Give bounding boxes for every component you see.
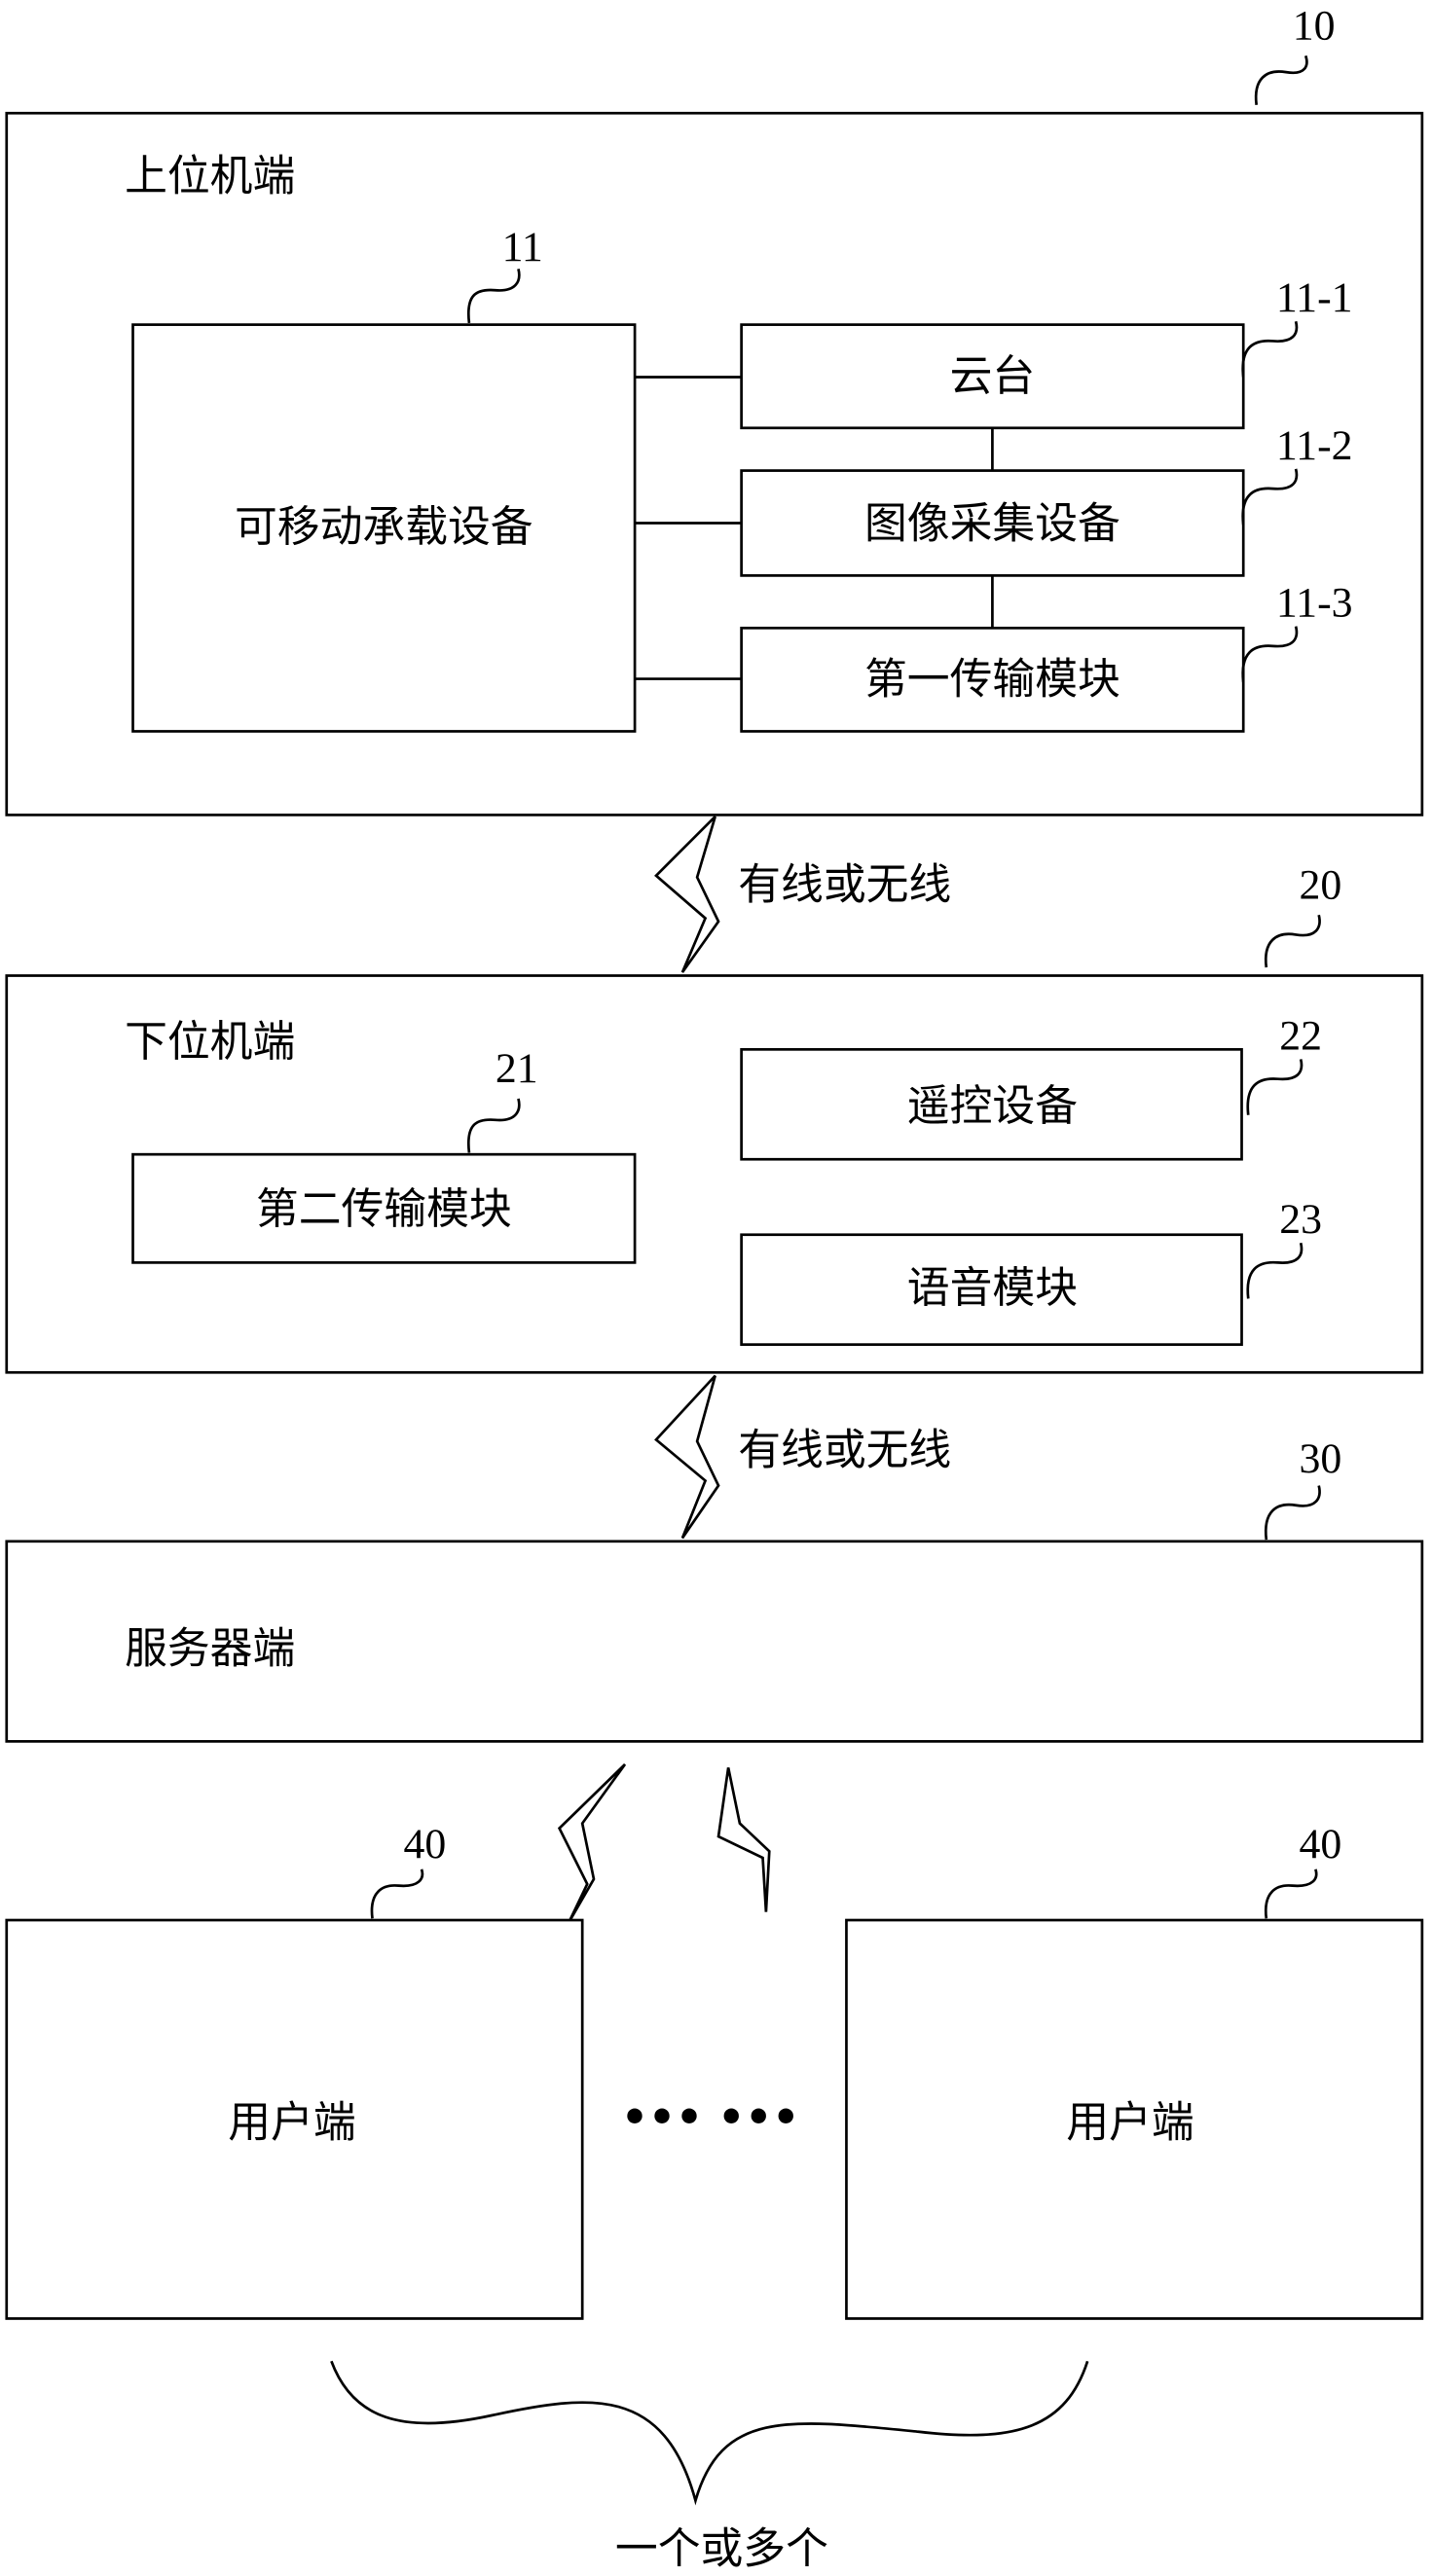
lightning-client-icon-2 [716,1767,771,1912]
ref-40-1: 40 [404,1821,447,1868]
lower-terminal-title: 下位机端 [125,1017,295,1067]
ref-leader-30 [1264,1485,1321,1541]
ref-11: 11 [502,224,543,271]
client-label-1: 用户端 [228,2097,355,2147]
link-label-2: 有线或无线 [738,1426,951,1475]
ref-leader-11-2 [1241,468,1299,526]
ref-leader-11-3 [1241,626,1299,683]
ref-leader-21 [466,1098,521,1153]
ref-leader-40-2 [1264,1869,1318,1919]
lightning-link-icon-1 [654,816,720,973]
client-label-2: 用户端 [1066,2097,1193,2147]
link-label-1: 有线或无线 [738,859,951,909]
image-capture-box [740,469,1245,577]
movable-carrier-label: 可移动承载设备 [235,502,533,552]
ref-30: 30 [1299,1435,1341,1482]
ref-11-3: 11-3 [1276,580,1353,627]
client-box-1 [5,1918,584,2320]
ref-11-1: 11-1 [1276,274,1353,321]
image-capture-label: 图像采集设备 [864,499,1120,549]
ref-22: 22 [1279,1012,1322,1059]
ref-leader-20 [1264,914,1321,968]
brace-label: 一个或多个 [615,2524,828,2574]
server-title: 服务器端 [125,1624,295,1674]
ref-10: 10 [1293,2,1336,49]
ref-21: 21 [496,1045,538,1092]
remote-control-box [740,1047,1243,1161]
ref-leader-10 [1254,54,1308,106]
upper-terminal-title: 上位机端 [125,151,295,200]
voice-module-label: 语音模块 [907,1263,1078,1313]
second-transmission-label: 第二传输模块 [256,1184,512,1234]
voice-module-box [740,1233,1243,1346]
ref-leader-11-1 [1241,320,1299,378]
first-transmission-label: 第一传输模块 [864,655,1120,705]
ref-11-2: 11-2 [1276,422,1353,469]
ref-23: 23 [1279,1196,1322,1243]
movable-carrier-box [131,323,637,733]
ref-leader-11 [466,268,521,324]
lightning-client-icon-1 [557,1763,627,1923]
gimbal-label: 云台 [950,351,1036,401]
ref-leader-22 [1246,1059,1303,1115]
curly-brace [330,2360,1089,2506]
client-box-2 [845,1918,1424,2320]
ref-leader-23 [1246,1242,1303,1299]
server-box [5,1540,1424,1743]
ref-20: 20 [1299,861,1341,908]
ref-leader-40-1 [370,1869,424,1919]
ref-40-2: 40 [1299,1821,1341,1868]
ellipsis: ••• ••• [621,2092,799,2142]
second-transmission-box [131,1152,637,1264]
lightning-link-icon-2 [654,1374,720,1540]
remote-control-label: 遥控设备 [907,1081,1078,1131]
